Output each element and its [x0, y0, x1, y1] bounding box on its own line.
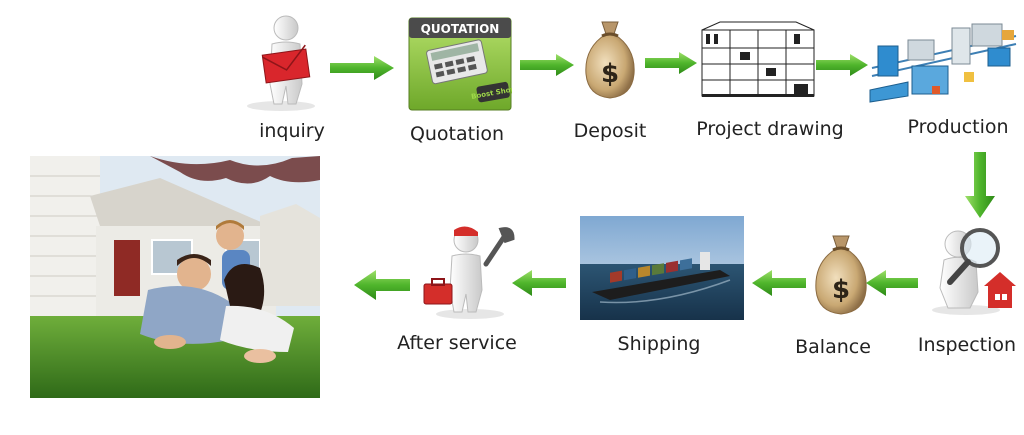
arrow-left-icon: [752, 270, 806, 296]
arrow-right-icon: [645, 52, 697, 74]
step-balance: $: [810, 232, 872, 316]
arrow-right-icon: [520, 54, 574, 76]
step-deposit: $: [580, 18, 640, 100]
step-label-after-service: After service: [397, 332, 517, 354]
factory-line-icon: [869, 23, 1017, 103]
arrow-left-icon: [354, 270, 410, 300]
step-shipping: [580, 216, 744, 320]
calculator-icon: QUOTATION Boost Shop: [408, 17, 512, 111]
container-ship-photo: [580, 216, 744, 320]
step-label-production: Production: [907, 116, 1009, 138]
quotation-badge-title: QUOTATION: [421, 22, 500, 36]
step-inquiry: [236, 14, 326, 114]
step-label-inspection: Inspection: [917, 334, 1017, 356]
arrow-right-icon: [816, 54, 868, 76]
step-family: [30, 156, 320, 398]
arrow-down-icon: [965, 152, 995, 218]
step-label-balance: Balance: [795, 336, 871, 358]
step-label-quotation: Quotation: [409, 123, 505, 145]
step-label-deposit: Deposit: [573, 120, 647, 142]
person-with-toolbox-icon: [423, 226, 515, 319]
step-production: [868, 16, 1020, 104]
money-bag-icon: $: [585, 21, 635, 99]
step-quotation: QUOTATION Boost Shop: [408, 17, 512, 111]
family-house-photo: [30, 156, 320, 398]
money-bag-icon: $: [815, 235, 867, 315]
step-label-inquiry: inquiry: [259, 120, 325, 142]
dollar-sign: $: [832, 275, 850, 305]
dollar-sign: $: [601, 59, 619, 89]
house-icon: [984, 272, 1016, 308]
arrow-left-icon: [512, 270, 566, 296]
step-label-shipping: Shipping: [617, 333, 701, 355]
step-project-drawing: [700, 20, 816, 100]
step-label-project-drawing: Project drawing: [696, 118, 844, 140]
arrow-right-icon: [330, 56, 394, 80]
person-with-envelope-icon: [247, 15, 315, 111]
blueprint-icon: [701, 21, 815, 97]
step-after-service: [420, 224, 518, 320]
magnifier-person-icon: [932, 228, 1016, 315]
arrow-left-icon: [866, 270, 918, 296]
step-inspection: [920, 222, 1018, 316]
